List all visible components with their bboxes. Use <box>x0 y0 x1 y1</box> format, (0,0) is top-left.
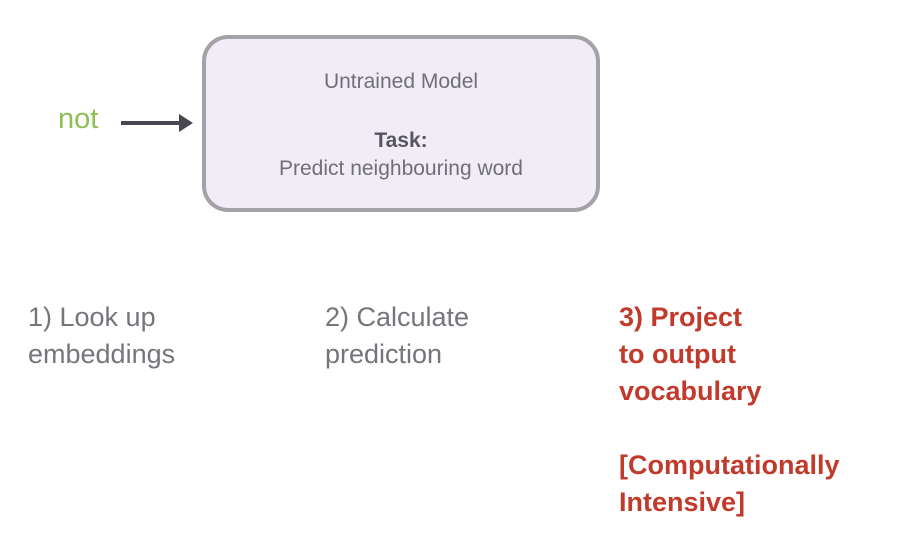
input-word-label: not <box>58 103 99 135</box>
computationally-intensive-note: [Computationally Intensive] <box>619 450 840 517</box>
model-task-label: Task: <box>374 129 428 152</box>
arrow-head <box>179 114 193 132</box>
model-box-title: Untrained Model <box>323 70 479 93</box>
model-task-description: Predict neighbouring word <box>279 157 523 180</box>
step-3-project-to-output-vocabulary: 3) Project to output vocabulary <box>619 302 762 406</box>
arrow-right-icon <box>121 113 193 133</box>
step-2-calculate-prediction: 2) Calculate prediction <box>325 302 470 369</box>
untrained-model-box: Untrained Model Task: Predict neighbouri… <box>202 35 600 212</box>
arrow-shaft <box>121 121 181 125</box>
step-1-lookup-embeddings: 1) Look up embeddings <box>28 302 176 369</box>
